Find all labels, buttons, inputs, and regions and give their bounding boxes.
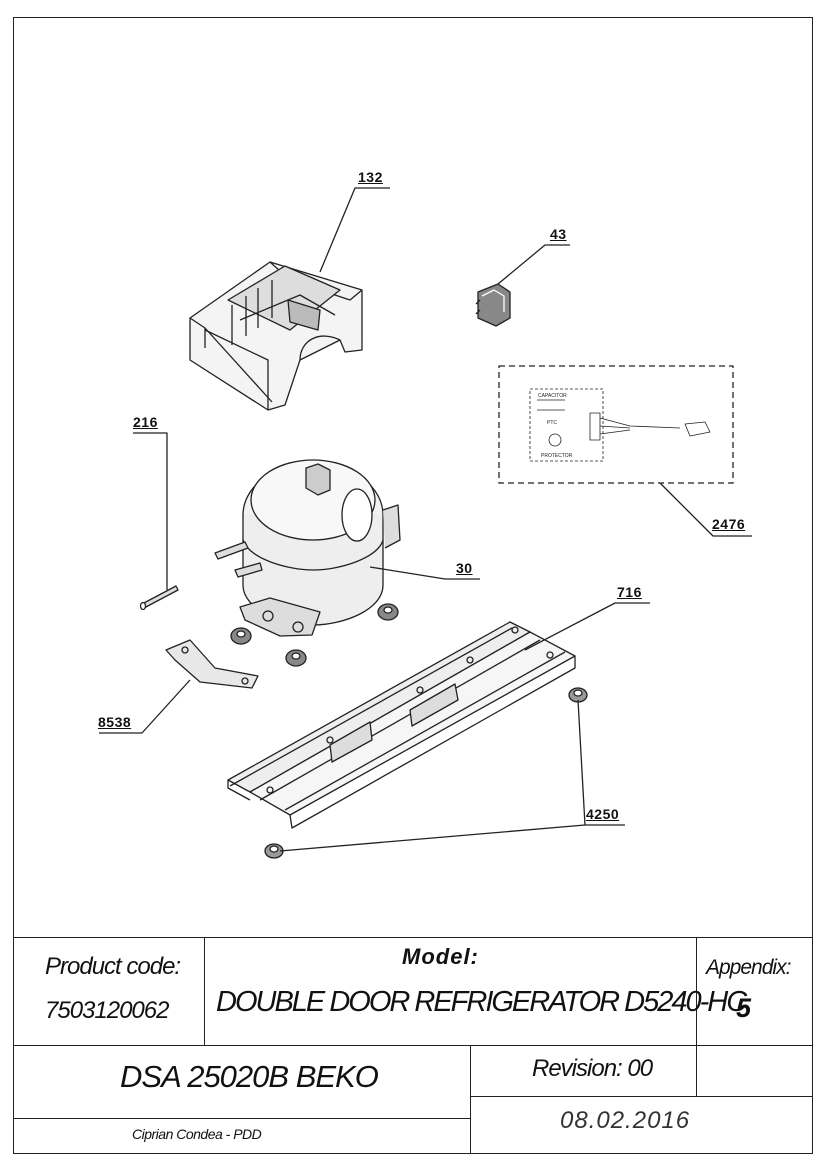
callout-2476: 2476 <box>712 516 746 532</box>
protector-label: PROTECTOR <box>541 453 573 459</box>
callout-4250: 4250 <box>586 806 620 822</box>
revision: Revision: 00 <box>532 1055 653 1082</box>
appendix-value: 5 <box>736 993 752 1023</box>
exploded-parts-drawing: CAPACITOR PTC PROTECTOR <box>99 187 752 859</box>
appendix-label: Appendix: <box>706 956 791 979</box>
bracket-part <box>165 639 259 689</box>
leader-lines <box>99 187 752 852</box>
sheet-border <box>13 17 813 1154</box>
drawing-name: DSA 25020B BEKO <box>120 1059 379 1094</box>
date: 08.02.2016 <box>560 1107 691 1134</box>
callout-30: 30 <box>456 560 473 576</box>
product-code-value: 7503120062 <box>45 997 169 1024</box>
callout-43: 43 <box>550 226 567 242</box>
product-code-label: Product code: <box>45 953 181 980</box>
callout-8538: 8538 <box>98 714 132 730</box>
wiring-inset <box>498 365 734 484</box>
base-rails-part <box>227 621 576 829</box>
model-value: DOUBLE DOOR REFRIGERATOR D5240-HC <box>216 986 747 1018</box>
pipe-part <box>139 585 179 611</box>
relay-part <box>475 283 511 327</box>
ptc-label: PTC <box>547 420 557 426</box>
author: Ciprian Condea - PDD <box>132 1126 262 1142</box>
callout-716: 716 <box>617 584 642 600</box>
callout-132: 132 <box>358 169 383 185</box>
compressor-part <box>214 459 401 667</box>
cover-tray-part <box>189 261 363 411</box>
model-label: Model: <box>402 944 479 969</box>
callout-216: 216 <box>133 414 158 430</box>
capacitor-label: CAPACITOR <box>538 393 567 399</box>
